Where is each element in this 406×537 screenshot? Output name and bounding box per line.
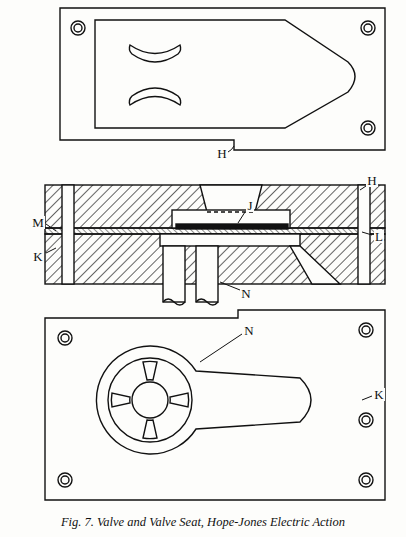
bolt-hole (58, 473, 72, 487)
vent (170, 393, 189, 407)
part-letter: K (373, 388, 384, 401)
part-letter: M (31, 216, 45, 229)
bolt-bore (358, 185, 370, 284)
part-letter: K (32, 250, 43, 263)
part-letter: L (374, 230, 384, 243)
bottom-plate (45, 310, 385, 500)
upper-port (200, 185, 262, 212)
pipe (196, 246, 218, 302)
part-letter: J (246, 199, 253, 212)
bolt-bore (62, 185, 74, 284)
part-letter: H (216, 147, 227, 160)
seat-circle (108, 358, 192, 442)
vent (143, 420, 157, 439)
leader-lines (46, 146, 372, 400)
bolt-hole (58, 331, 72, 345)
exhaust-passage (290, 246, 340, 284)
valve-disk (176, 224, 288, 229)
bolt-hole (359, 413, 373, 427)
bolt-hole (361, 121, 375, 135)
crescent-slot (129, 45, 180, 62)
part-letter: N (240, 287, 251, 300)
part-letter: H (366, 174, 377, 187)
top-plate (60, 8, 385, 150)
plate-face (95, 20, 355, 128)
pipe (163, 246, 185, 302)
vent (111, 393, 130, 407)
vent (143, 361, 157, 380)
bolt-hole (71, 21, 85, 35)
bolt-hole (359, 473, 373, 487)
bolt-hole (359, 323, 373, 337)
seat-face (96, 346, 311, 454)
bolt-hole (361, 21, 375, 35)
crescent-slot (129, 88, 180, 105)
upper-chamber (172, 210, 290, 228)
part-letter: N (243, 324, 254, 337)
center-port (132, 382, 168, 418)
plate-h-section (45, 185, 385, 228)
figure-caption: Fig. 7. Valve and Valve Seat, Hope-Jones… (61, 515, 345, 530)
lower-chamber (160, 234, 300, 246)
